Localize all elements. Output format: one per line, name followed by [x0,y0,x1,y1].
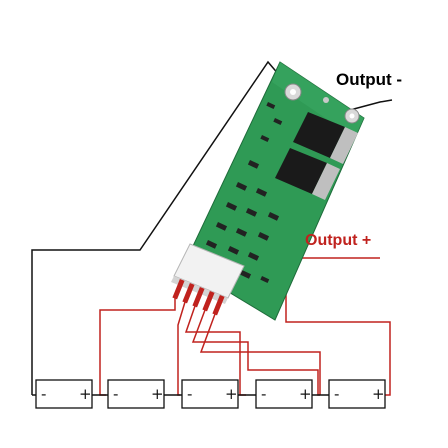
battery-cell-4: - + [255,379,313,409]
battery-cell-1: - + [32,379,93,409]
output-negative-wire [349,99,393,111]
mosfet-2 [275,148,340,200]
cell-4-plus: + [299,385,312,403]
mosfet-1 [293,112,358,164]
battery-cell-2: - + [107,379,165,409]
cell-5-plus: + [372,385,385,403]
output-negative-label: Output - [336,70,403,89]
battery-cells: - + - + - + - + - + [32,379,386,409]
cell-2-plus: + [151,385,164,403]
bms-pcb-board [171,61,365,321]
output-positive-label: Output + [305,232,372,249]
output-positive-wire [285,257,391,396]
balance-wire-5 [199,313,321,395]
cell-5-minus: - [334,385,339,403]
cell-3-plus: + [225,385,238,403]
cell-1-plus: + [79,385,92,403]
battery-cell-3: - + [181,379,239,409]
cell-2-minus: - [113,385,118,403]
balance-lead-pins [172,278,225,316]
battery-cell-5: - + [328,379,386,409]
cell-1-minus: - [41,385,46,403]
cell-4-minus: - [261,385,266,403]
cell-3-minus: - [187,385,192,403]
